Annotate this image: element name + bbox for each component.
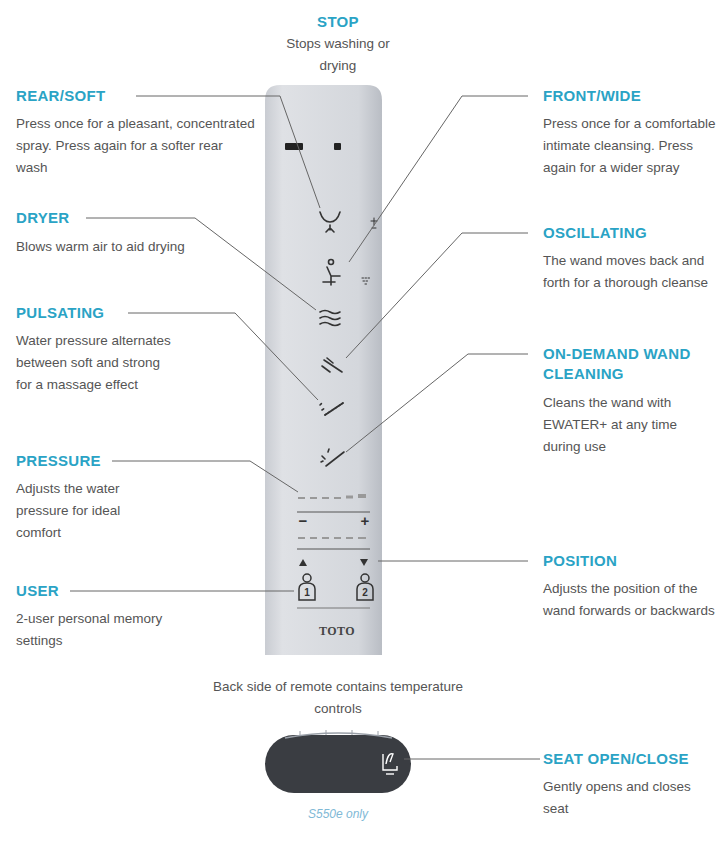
callout-heading: OSCILLATING bbox=[543, 223, 718, 243]
callout-text: The wand moves back and forth for a thor… bbox=[543, 250, 715, 294]
user-number: 1 bbox=[300, 587, 314, 599]
callout-heading: USER bbox=[16, 581, 216, 601]
callout-text: Adjusts the position of the wand forward… bbox=[543, 578, 718, 622]
brand-logo: TOTO bbox=[307, 624, 367, 638]
callout-heading: PRESSURE bbox=[16, 451, 216, 471]
user-divider bbox=[297, 608, 370, 609]
callout-text: Gently opens and closes seat bbox=[543, 776, 713, 820]
caption-text: S550e only bbox=[278, 806, 398, 822]
stop-mark bbox=[285, 143, 303, 150]
callout-heading: ON-DEMAND WAND CLEANING bbox=[543, 344, 718, 384]
temperature-ticks bbox=[300, 730, 378, 736]
pressure-scale bbox=[298, 496, 366, 498]
callout-text: Cleans the wand with EWATER+ at any time… bbox=[543, 392, 715, 458]
seat-icon bbox=[383, 754, 397, 774]
user-icons bbox=[299, 574, 373, 600]
button-symbol: + bbox=[355, 513, 375, 529]
leader-lines bbox=[70, 96, 540, 759]
pressure-divider bbox=[297, 512, 370, 513]
callout-text: Adjusts the water pressure for ideal com… bbox=[16, 478, 166, 544]
position-down-arrow bbox=[360, 559, 368, 566]
note-text: Back side of remote contains temperature… bbox=[213, 676, 463, 720]
callout-text: 2-user personal memory settings bbox=[16, 608, 176, 652]
button-symbol: − bbox=[293, 513, 313, 529]
remote-back-rim bbox=[285, 733, 392, 738]
callout-heading: DRYER bbox=[16, 208, 216, 228]
position-up-arrow bbox=[299, 559, 307, 566]
remote-body bbox=[265, 85, 382, 655]
stop-button bbox=[334, 143, 341, 150]
callout-heading: REAR/SOFT bbox=[16, 86, 216, 106]
callout-heading: STOP bbox=[278, 12, 398, 32]
callout-heading: FRONT/WIDE bbox=[543, 86, 718, 106]
user-number: 2 bbox=[358, 587, 372, 599]
callout-heading: PULSATING bbox=[16, 303, 216, 323]
callout-heading: SEAT OPEN/CLOSE bbox=[543, 749, 718, 769]
callout-text: Stops washing or drying bbox=[273, 33, 403, 77]
callout-text: Water pressure alternates between soft a… bbox=[16, 330, 176, 396]
button-icons bbox=[320, 212, 377, 466]
callout-text: Press once for a pleasant, concentrated … bbox=[16, 113, 256, 179]
callout-text: Press once for a comfortable intimate cl… bbox=[543, 113, 718, 179]
callout-heading: POSITION bbox=[543, 551, 718, 571]
position-divider bbox=[297, 549, 370, 550]
remote-back bbox=[265, 735, 411, 793]
callout-text: Blows warm air to aid drying bbox=[16, 236, 191, 258]
position-scale bbox=[298, 537, 366, 539]
